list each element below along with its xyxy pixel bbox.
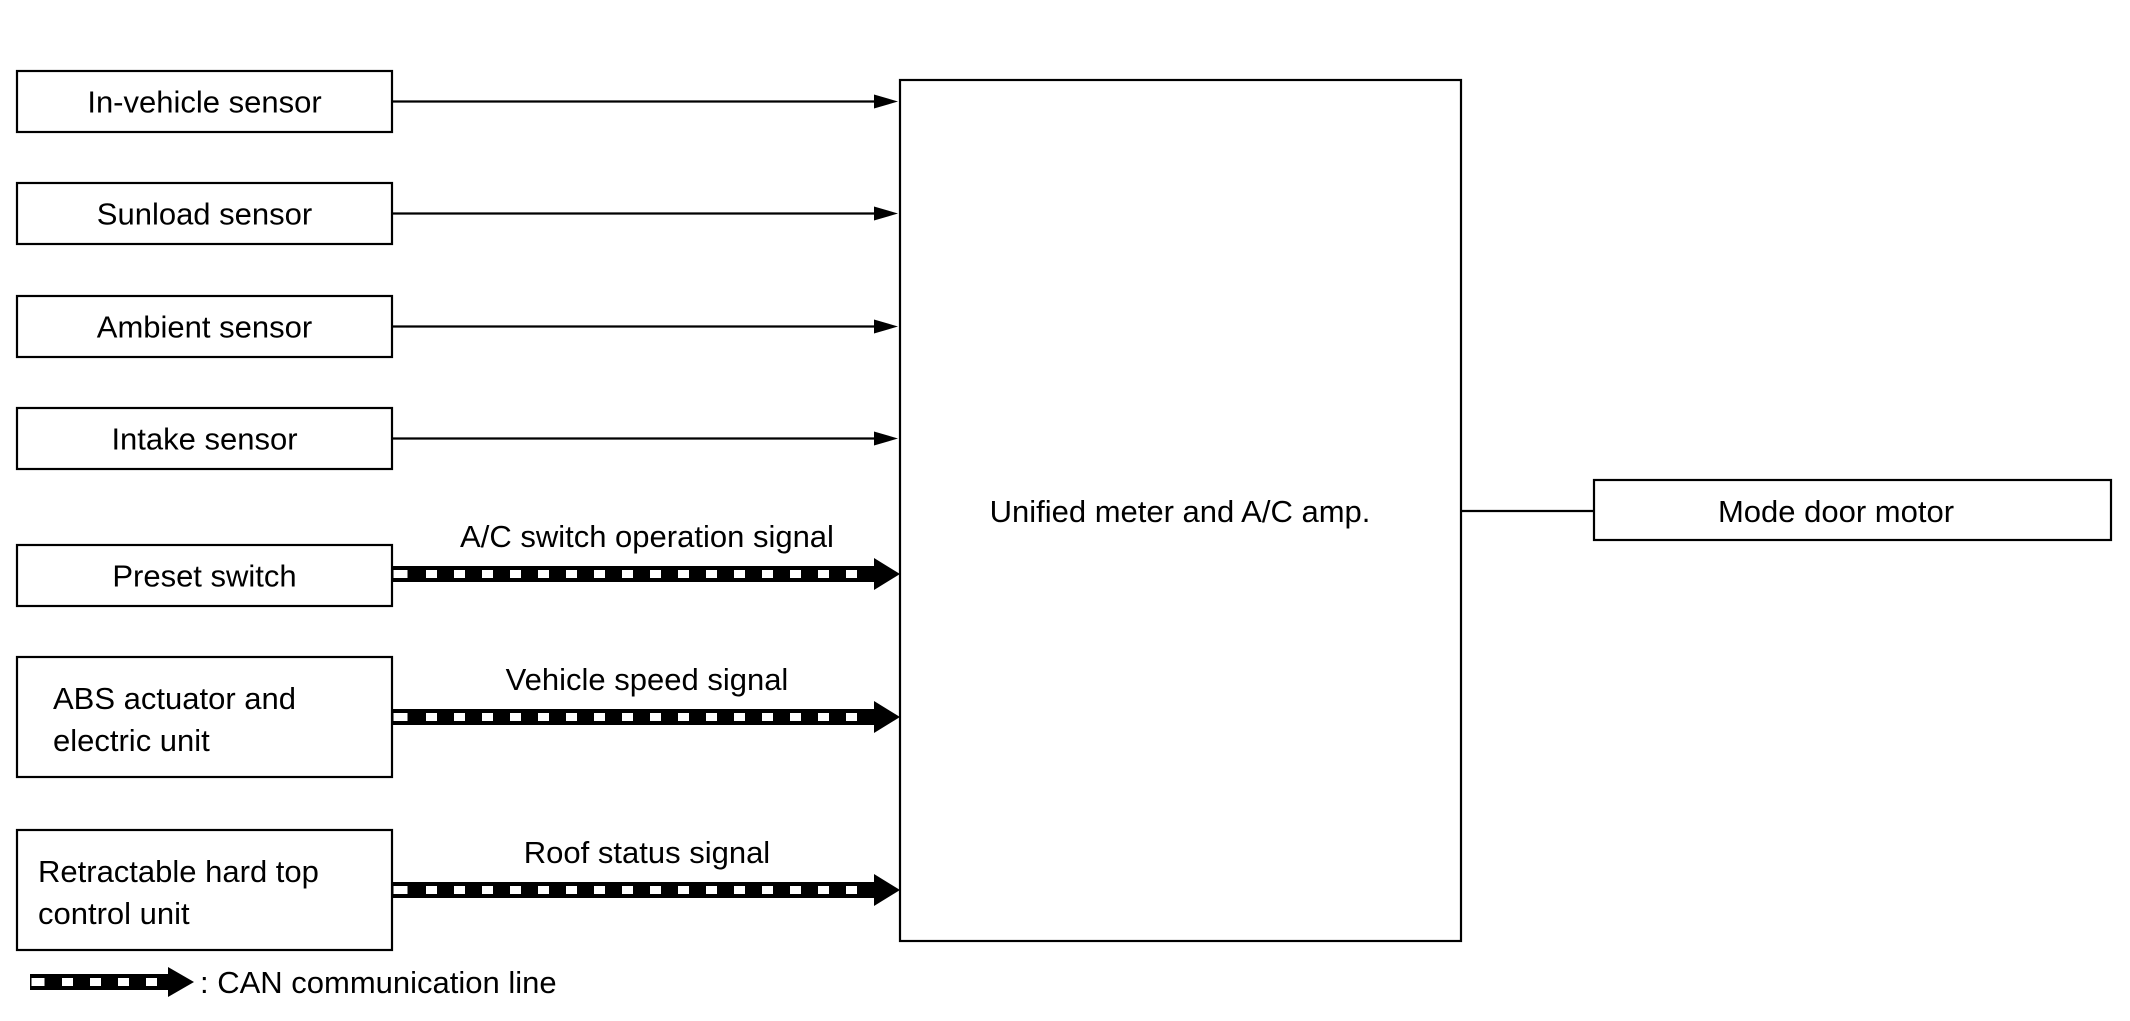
input-label-line: control unit — [38, 896, 190, 931]
can-dash — [482, 886, 493, 894]
can-dash — [734, 886, 745, 894]
can-dash — [594, 570, 605, 578]
can-dash — [566, 886, 577, 894]
mode-door-motor-label: Mode door motor — [1718, 494, 1954, 529]
input-box — [15, 294, 394, 359]
can-dash — [566, 713, 577, 721]
legend-can-dash — [146, 978, 157, 986]
can-dash — [678, 886, 689, 894]
signal-label: A/C switch operation signal — [460, 519, 834, 554]
can-dash — [454, 886, 465, 894]
can-dash — [510, 570, 521, 578]
can-dash — [482, 570, 493, 578]
signal-arrowhead — [874, 94, 898, 109]
can-dash — [454, 713, 465, 721]
can-dash — [818, 570, 829, 578]
can-arrowhead — [874, 874, 900, 906]
can-dash — [454, 570, 465, 578]
can-dash — [426, 713, 437, 721]
can-dash — [622, 713, 633, 721]
signal-label: Vehicle speed signal — [506, 662, 789, 697]
can-dash — [846, 713, 857, 721]
input-label: In-vehicle sensor — [87, 85, 321, 120]
can-dash — [538, 886, 549, 894]
can-dash — [678, 570, 689, 578]
can-dash — [790, 713, 801, 721]
can-dash — [393, 713, 408, 721]
input-box — [15, 828, 394, 952]
signal-arrowhead — [874, 431, 898, 446]
can-dash — [846, 886, 857, 894]
can-dash — [790, 570, 801, 578]
legend-can-arrowhead — [168, 967, 194, 997]
can-dash — [790, 886, 801, 894]
can-dash — [393, 886, 408, 894]
can-dash — [393, 570, 408, 578]
mode-door-motor-box — [1592, 478, 2113, 542]
can-dash — [650, 713, 661, 721]
can-dash — [818, 713, 829, 721]
input-label: Preset switch — [112, 559, 296, 594]
signal-label: Roof status signal — [524, 835, 770, 870]
can-dash — [594, 886, 605, 894]
unified-meter-label: Unified meter and A/C amp. — [990, 494, 1371, 529]
can-dash — [706, 713, 717, 721]
can-dash — [650, 886, 661, 894]
can-dash — [650, 570, 661, 578]
input-label: Sunload sensor — [97, 197, 312, 232]
can-dash — [622, 886, 633, 894]
can-dash — [706, 570, 717, 578]
can-dash — [678, 713, 689, 721]
input-label-line: ABS actuator and — [53, 681, 296, 716]
can-dash — [510, 886, 521, 894]
can-dash — [734, 570, 745, 578]
can-arrowhead — [874, 558, 900, 590]
legend-can-dash — [31, 978, 45, 986]
can-dash — [566, 570, 577, 578]
unified-meter-box — [898, 78, 1463, 943]
can-dash — [426, 886, 437, 894]
can-dash — [426, 570, 437, 578]
can-dash — [818, 886, 829, 894]
legend-label: : CAN communication line — [200, 965, 557, 1000]
input-box — [15, 181, 394, 246]
can-dash — [510, 713, 521, 721]
input-box — [15, 655, 394, 779]
input-box — [15, 543, 394, 608]
input-box — [15, 69, 394, 134]
can-dash — [594, 713, 605, 721]
can-dash — [734, 713, 745, 721]
signal-arrowhead — [874, 206, 898, 221]
legend-can-dash — [118, 978, 129, 986]
can-dash — [706, 886, 717, 894]
can-dash — [762, 886, 773, 894]
input-label: Ambient sensor — [97, 310, 312, 345]
can-dash — [538, 570, 549, 578]
legend-can-dash — [90, 978, 101, 986]
can-dash — [622, 570, 633, 578]
can-dash — [482, 713, 493, 721]
input-label: Intake sensor — [111, 422, 297, 457]
input-label-line: Retractable hard top — [38, 854, 319, 889]
can-dash — [762, 713, 773, 721]
legend-can-dash — [62, 978, 73, 986]
signal-arrowhead — [874, 319, 898, 334]
can-dash — [762, 570, 773, 578]
legend: : CAN communication line — [30, 965, 557, 1000]
can-arrowhead — [874, 701, 900, 733]
can-dash — [846, 570, 857, 578]
can-dash — [538, 713, 549, 721]
input-label-line: electric unit — [53, 723, 210, 758]
